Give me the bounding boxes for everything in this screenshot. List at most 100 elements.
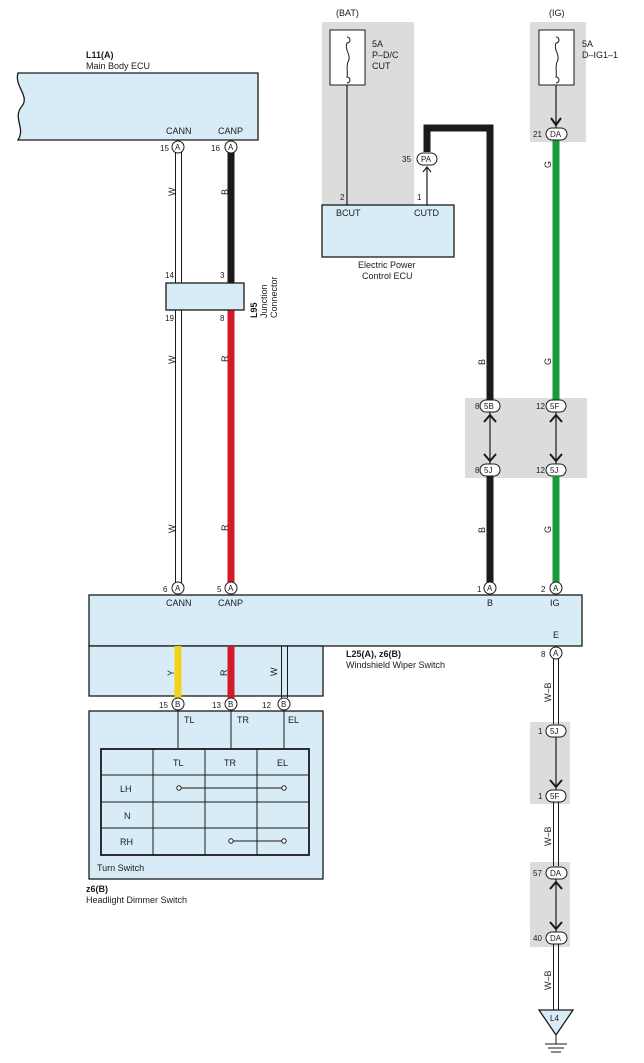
ig-fuse-name: D–IG1–1 (582, 50, 618, 60)
turn-pin-el: EL (288, 715, 299, 725)
wiper-sub-box (88, 645, 324, 697)
connector-5j-ig: 5J (545, 463, 567, 477)
arrow-icon (549, 880, 563, 931)
bat-source-label: (BAT) (336, 8, 359, 18)
connector-b-15: B (171, 697, 185, 711)
wire-label-g: G (543, 161, 553, 168)
bat-fuse-name-2: CUT (372, 61, 391, 71)
svg-text:DA: DA (550, 130, 562, 139)
pin-15: 15 (160, 144, 169, 153)
eps-bcut-label: BCUT (336, 208, 361, 218)
wire-label-wb: W–B (543, 826, 553, 846)
svg-text:A: A (553, 584, 559, 593)
wire-label-wb: W–B (543, 682, 553, 702)
pin-21: 21 (533, 130, 542, 139)
connector-b-12: B (277, 697, 291, 711)
turn-pin-tr: TR (237, 715, 249, 725)
wire-label-w: W (167, 187, 177, 196)
connector-a-6: A (171, 581, 185, 595)
wiper-b-label: B (487, 598, 493, 608)
pin-15-b: 15 (159, 701, 168, 710)
ig-fuse-icon (554, 36, 560, 84)
junction-connector-box (165, 282, 245, 311)
eps-ecu-name-2: Control ECU (362, 271, 413, 281)
wiper-switch-box (88, 594, 583, 647)
turn-table-row-lh: LH (120, 784, 132, 794)
pa-arrow-icon (422, 166, 432, 173)
connector-da-40: DA (545, 931, 568, 945)
main-body-ecu-box (16, 72, 259, 141)
connector-5f-ground: 5F (545, 789, 567, 803)
pin-12-b: 12 (262, 701, 271, 710)
dimmer-name: Headlight Dimmer Switch (86, 895, 187, 905)
wire-label-w: W (167, 524, 177, 533)
wiper-ig-label: IG (550, 598, 560, 608)
junction-name-1: Junction (259, 284, 269, 318)
arrow-icon (483, 413, 497, 463)
wire-label-w: W (167, 355, 177, 364)
rh-continuity-line (228, 838, 287, 844)
main-body-ecu-code: L11(A) (86, 50, 114, 60)
junction-pin-14: 14 (165, 271, 174, 280)
bat-fuse-name-1: P–D/C (372, 50, 399, 60)
svg-text:5J: 5J (550, 727, 558, 736)
ground-label: L4 (550, 1014, 559, 1023)
pin-12-5f: 12 (536, 402, 545, 411)
wire-label-b: B (220, 189, 230, 195)
svg-text:A: A (175, 584, 181, 593)
svg-text:B: B (281, 700, 286, 709)
junction-pin-3: 3 (220, 271, 225, 280)
turn-table-header-tl: TL (173, 758, 184, 768)
pin-40: 40 (533, 934, 542, 943)
svg-text:DA: DA (550, 869, 562, 878)
svg-text:5J: 5J (484, 466, 492, 475)
connector-a-16: A (224, 140, 238, 154)
pin-1: 1 (477, 585, 482, 594)
connector-5b: 5B (479, 399, 501, 413)
lh-continuity-line (176, 785, 287, 791)
turn-table-row-n: N (124, 811, 131, 821)
main-body-ecu-name: Main Body ECU (86, 61, 150, 71)
ig-source-label: (IG) (549, 8, 565, 18)
wire-label-g: G (543, 358, 553, 365)
eps-cutd-label: CUTD (414, 208, 439, 218)
wire-label-w: W (269, 667, 279, 676)
svg-text:B: B (228, 700, 233, 709)
ground-icon (537, 1009, 575, 1053)
pin-8-5b: 8 (475, 402, 480, 411)
wire-label-r: R (219, 669, 229, 676)
arrow-icon (549, 413, 563, 463)
wire-label-g: G (543, 526, 553, 533)
bat-fuse-icon (345, 36, 351, 84)
connector-b-13: B (224, 697, 238, 711)
connector-a-15: A (171, 140, 185, 154)
connector-a-1: A (483, 581, 497, 595)
junction-pin-8: 8 (220, 314, 225, 323)
svg-text:A: A (228, 584, 234, 593)
wire-black-b (423, 124, 494, 404)
svg-text:A: A (175, 143, 181, 152)
connector-a-8: A (549, 646, 563, 660)
junction-name-2: Connector (269, 276, 279, 318)
wire-label-wb: W–B (543, 970, 553, 990)
pin-16: 16 (211, 144, 220, 153)
pin-2: 2 (541, 585, 546, 594)
connector-da-21: DA (545, 127, 568, 141)
wiper-canp-label: CANP (218, 598, 243, 608)
connector-5j-ground: 5J (545, 724, 567, 738)
arrow-icon (549, 779, 563, 789)
connector-5j: 5J (479, 463, 501, 477)
eps-pin-1: 1 (417, 193, 422, 202)
pin-12-5j: 12 (536, 466, 545, 475)
turn-switch-table (100, 748, 310, 856)
wiper-cann-label: CANN (166, 598, 192, 608)
svg-text:A: A (553, 649, 559, 658)
junction-pin-19: 19 (165, 314, 174, 323)
pin-8-e: 8 (541, 650, 546, 659)
svg-text:A: A (228, 143, 234, 152)
wiper-switch-code: L25(A), z6(B) (346, 649, 401, 659)
svg-text:5F: 5F (550, 402, 559, 411)
turn-switch-caption: Turn Switch (97, 863, 144, 873)
wire-label-b: B (477, 527, 487, 533)
